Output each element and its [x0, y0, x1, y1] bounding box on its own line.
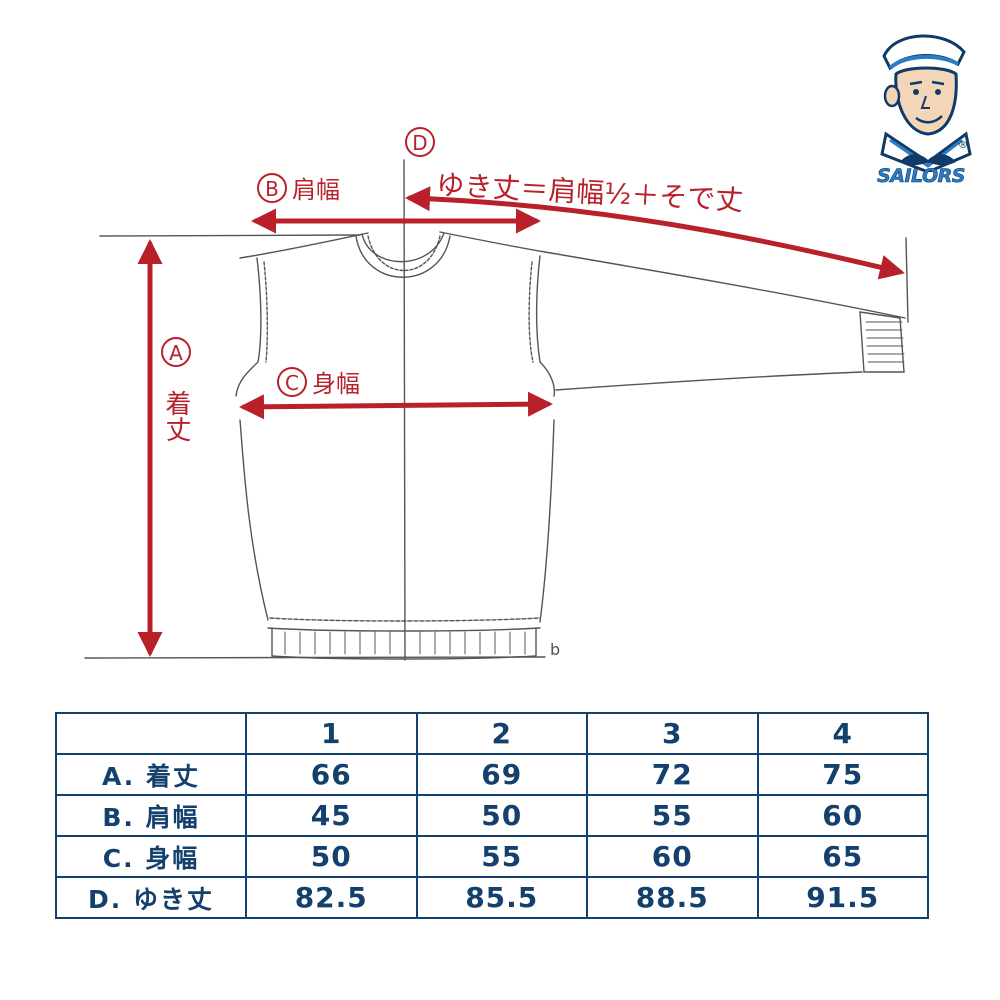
measurement-arrows — [137, 186, 905, 657]
table-cell: 55 — [415, 835, 588, 878]
b-circle-outline — [257, 173, 287, 203]
table-row: C. 身幅 50 55 60 65 — [55, 835, 929, 878]
sweater-measurement-diagram: A B C D 着丈 肩幅 身幅 ゆき丈＝肩幅½＋そで丈 b — [84, 127, 909, 661]
a-label-text: 着丈 — [161, 390, 191, 442]
table-cell: 75 — [756, 753, 929, 796]
table-header-cell: 3 — [586, 712, 759, 755]
table-cell: 69 — [415, 753, 588, 796]
table-cell: 50 — [245, 835, 418, 878]
table-cell: 66 — [245, 753, 418, 796]
table-header-cell: 2 — [415, 712, 588, 755]
table-cell: 65 — [756, 835, 929, 878]
logo-wordmark: SAILORS — [877, 165, 966, 188]
b-label-text: 肩幅 — [292, 176, 340, 204]
table-cell: 91.5 — [756, 876, 929, 919]
table-cell: 60 — [756, 794, 929, 837]
c-circle-outline — [277, 367, 307, 397]
table-row: A. 着丈 66 69 72 75 — [55, 753, 929, 796]
arrow-d-sleeve — [405, 186, 905, 280]
a-circle-letter: A — [169, 341, 183, 365]
sailors-logo: ® SAILORS — [866, 22, 976, 194]
row-label: B. 肩幅 — [55, 794, 247, 837]
size-table: 1 2 3 4 A. 着丈 66 69 72 75 B. 肩幅 45 50 55… — [55, 712, 929, 919]
table-cell: 45 — [245, 794, 418, 837]
table-cell: 85.5 — [415, 876, 588, 919]
table-cell: 82.5 — [245, 876, 418, 919]
c-label-text: 身幅 — [312, 370, 360, 398]
d-circle-outline — [405, 127, 435, 157]
a-circle-outline — [161, 337, 191, 367]
table-header-row: 1 2 3 4 — [55, 712, 929, 755]
table-header-cell — [55, 712, 247, 755]
sweater-sketch — [84, 159, 909, 661]
hem-mark: b — [550, 640, 560, 659]
table-header-cell: 4 — [756, 712, 929, 755]
table-cell: 72 — [586, 753, 759, 796]
table-cell: 50 — [415, 794, 588, 837]
d-label-text: ゆき丈＝肩幅½＋そで丈 — [436, 168, 744, 217]
table-cell: 60 — [586, 835, 759, 878]
registered-mark: ® — [958, 140, 968, 151]
arrow-c-chest — [239, 391, 553, 420]
table-row: B. 肩幅 45 50 55 60 — [55, 794, 929, 837]
table-cell: 55 — [586, 794, 759, 837]
c-circle-letter: C — [285, 371, 299, 395]
sailor-mascot-icon — [880, 34, 972, 174]
row-label: C. 身幅 — [55, 835, 247, 878]
table-header-cell: 1 — [245, 712, 418, 755]
table-cell: 88.5 — [586, 876, 759, 919]
b-circle-letter: B — [265, 177, 279, 201]
table-row: D. ゆき丈 82.5 85.5 88.5 91.5 — [55, 876, 929, 919]
d-circle-letter: D — [412, 131, 427, 155]
row-label: A. 着丈 — [55, 753, 247, 796]
row-label: D. ゆき丈 — [55, 876, 247, 919]
